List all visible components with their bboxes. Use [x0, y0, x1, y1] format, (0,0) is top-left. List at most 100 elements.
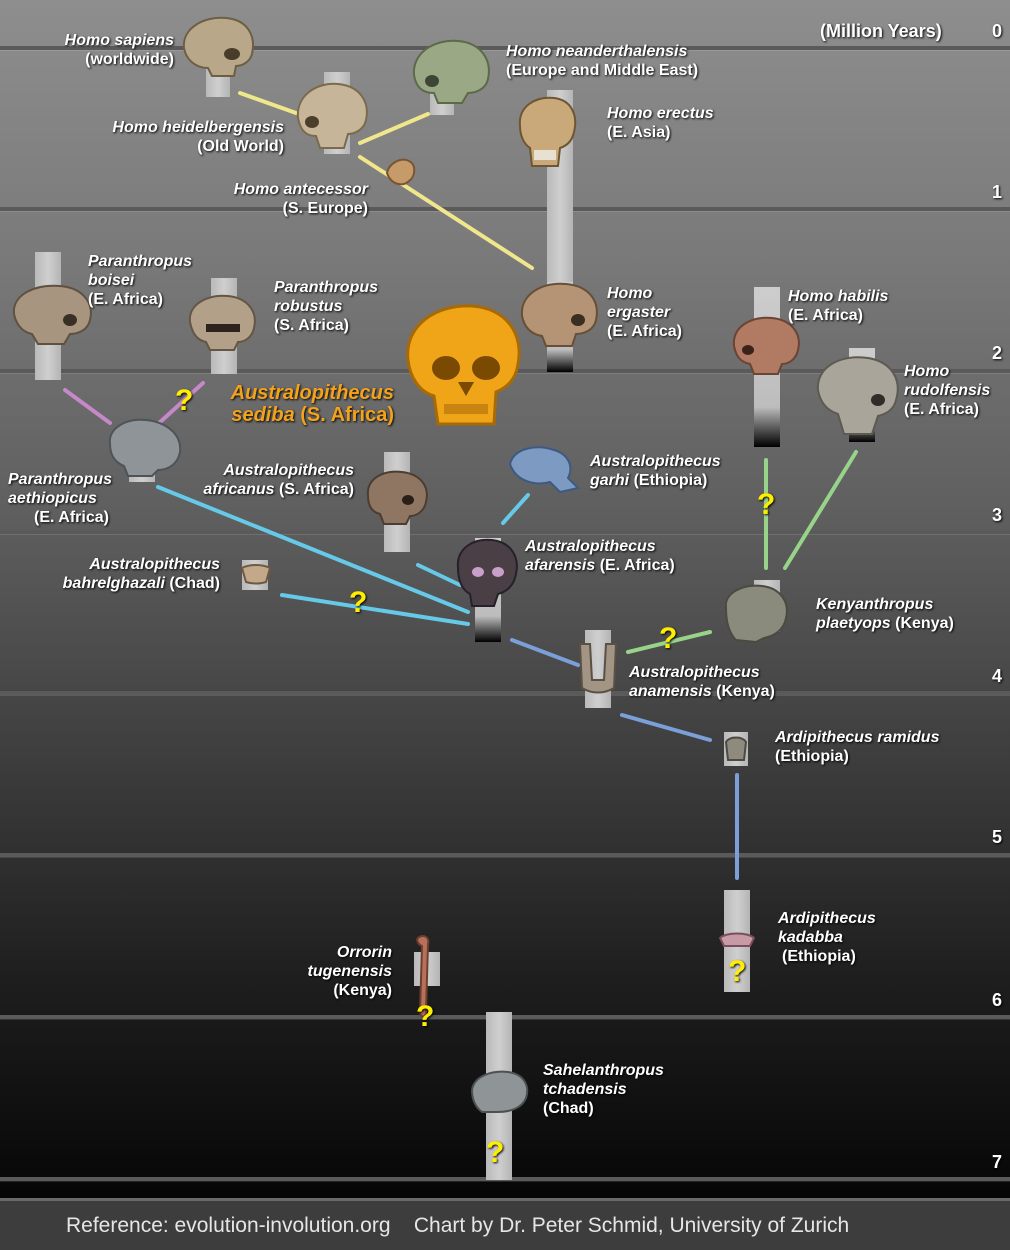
region-name: (E. Asia)	[607, 124, 671, 141]
species-name: Australopithecus	[525, 538, 656, 555]
uncertain-mark-habilis: ?	[757, 488, 776, 521]
species-name: Sahelanthropus	[543, 1062, 664, 1079]
tick-label-1: 1	[991, 182, 1002, 202]
species-name: tugenensis	[307, 963, 392, 980]
gridline-5	[0, 853, 1010, 857]
link-heidelberg-neanderthal	[358, 112, 430, 145]
species-name: Homo erectus	[607, 105, 714, 122]
species-name: robustus	[274, 298, 343, 315]
sediba-skull-image	[406, 304, 521, 426]
label-sapiens: Homo sapiens (worldwide)	[16, 31, 174, 69]
region-name: (S. Africa)	[274, 317, 349, 334]
species-name: Homo	[607, 285, 653, 302]
label-sahelanthropus: Sahelanthropus tchadensis (Chad)	[543, 1061, 693, 1118]
label-antecessor: Homo antecessor (S. Europe)	[180, 180, 368, 218]
region-name: (E. Africa)	[904, 401, 979, 418]
species-name: Australopithecus	[230, 382, 394, 404]
bahrelghazali-jaw-image	[240, 564, 272, 585]
erectus-skull-image	[518, 96, 577, 167]
label-ergaster: Homo ergaster (E. Africa)	[607, 284, 727, 341]
species-name: Orrorin	[336, 944, 392, 961]
tick-label-5: 5	[991, 827, 1002, 847]
label-heidelberg: Homo heidelbergensis (Old World)	[60, 118, 284, 156]
orrorin-femur-image	[416, 935, 430, 1018]
label-africanus: Australopithecus africanus (S. Africa)	[160, 461, 354, 499]
antecessor-fossil-image	[385, 158, 416, 186]
species-name: boisei	[88, 272, 135, 289]
label-kenyanthropus: Kenyanthropus plaetyops (Kenya)	[816, 595, 996, 633]
link-aethiopicus-afarensis	[156, 485, 470, 614]
uncertain-mark-kenyanthropus: ?	[659, 622, 678, 655]
sahelanthropus-skull-image	[470, 1070, 529, 1113]
gridline-1	[0, 207, 1010, 211]
kenyanthropus-skull-image	[724, 584, 788, 644]
tick-label-3: 3	[991, 505, 1002, 525]
gridline-4	[0, 691, 1010, 695]
label-habilis: Homo habilis (E. Africa)	[788, 287, 948, 325]
tick-label-4: 4	[991, 666, 1002, 686]
region-name: (Chad)	[543, 1100, 594, 1117]
region-name: (Old World)	[197, 138, 284, 155]
species-name: Paranthropus	[8, 471, 113, 488]
tick-label-6: 6	[991, 990, 1002, 1010]
footer-text: Reference: evolution-involution.org Char…	[66, 1214, 849, 1238]
gridline-0	[0, 46, 1010, 50]
label-anamensis: Australopithecus anamensis (Kenya)	[629, 663, 819, 701]
species-name: Ardipithecus	[778, 910, 876, 927]
species-name: Homo neanderthalensis	[506, 43, 688, 60]
tick-label-2: 2	[991, 343, 1002, 363]
p-aethiopicus-skull-image	[108, 418, 182, 477]
rudolfensis-skull-image	[816, 356, 899, 435]
species-name: Homo heidelbergensis	[112, 119, 284, 136]
link-boisei-aethiopicus	[63, 388, 112, 425]
region-name: (Ethiopia)	[775, 748, 849, 765]
species-name: anamensis	[629, 683, 712, 700]
label-p-aethiopicus: Paranthropus aethiopicus (E. Africa)	[8, 470, 148, 527]
species-name: Paranthropus	[274, 279, 379, 296]
label-erectus: Homo erectus (E. Asia)	[607, 104, 767, 142]
region-name: (E. Africa)	[607, 323, 682, 340]
label-p-robustus: Paranthropus robustus (S. Africa)	[274, 278, 414, 335]
species-name: Homo habilis	[788, 288, 889, 305]
region-name: (Europe and Middle East)	[506, 62, 699, 79]
label-rudolfensis: Homo rudolfensis (E. Africa)	[904, 362, 1004, 419]
species-name: ergaster	[607, 304, 671, 321]
heidelberg-skull-image	[296, 82, 368, 149]
kadabba-fossil-image	[718, 932, 756, 947]
species-name: Australopithecus	[223, 462, 354, 479]
region-name: (E. Africa)	[599, 557, 675, 574]
link-robustus-aethiopicus	[156, 381, 205, 426]
link-kenyanthropus-rudolfensis	[783, 450, 858, 570]
gridline-3	[0, 530, 1010, 534]
region-name: (S. Africa)	[279, 481, 354, 498]
region-name: (Chad)	[169, 575, 220, 592]
region-name: (E. Africa)	[34, 509, 109, 526]
region-name: (S. Europe)	[282, 200, 368, 217]
footer: Reference: evolution-involution.org Char…	[0, 1198, 1010, 1250]
tick-label-0: 0	[991, 21, 1002, 41]
p-robustus-skull-image	[188, 294, 256, 351]
species-name: Ardipithecus ramidus	[775, 729, 940, 746]
species-name: Australopithecus	[629, 664, 760, 681]
label-orrorin: Orrorin tugenensis (Kenya)	[282, 943, 392, 1000]
link-garhi-afarensis	[501, 493, 530, 525]
habilis-skull-image	[732, 316, 800, 375]
region-name: (Kenya)	[716, 683, 775, 700]
species-name: bahrelghazali	[62, 575, 165, 592]
tick-label-7: 7	[991, 1152, 1002, 1172]
p-boisei-skull-image	[12, 284, 92, 345]
label-bahrelghazali: Australopithecus bahrelghazali (Chad)	[16, 555, 220, 593]
garhi-skull-image	[508, 446, 580, 494]
species-name: Australopithecus	[89, 556, 220, 573]
species-name: tchadensis	[543, 1081, 627, 1098]
link-anamensis-kenyanthropus	[626, 630, 712, 654]
afarensis-skull-image	[456, 538, 518, 607]
species-name: afarensis	[525, 557, 596, 574]
species-name: Homo	[904, 363, 950, 380]
species-name: africanus	[203, 481, 275, 498]
africanus-skull-image	[366, 470, 428, 525]
region-name: (Kenya)	[333, 982, 392, 999]
link-africanus-afarensis	[416, 563, 462, 587]
label-ramidus: Ardipithecus ramidus (Ethiopia)	[775, 728, 975, 766]
